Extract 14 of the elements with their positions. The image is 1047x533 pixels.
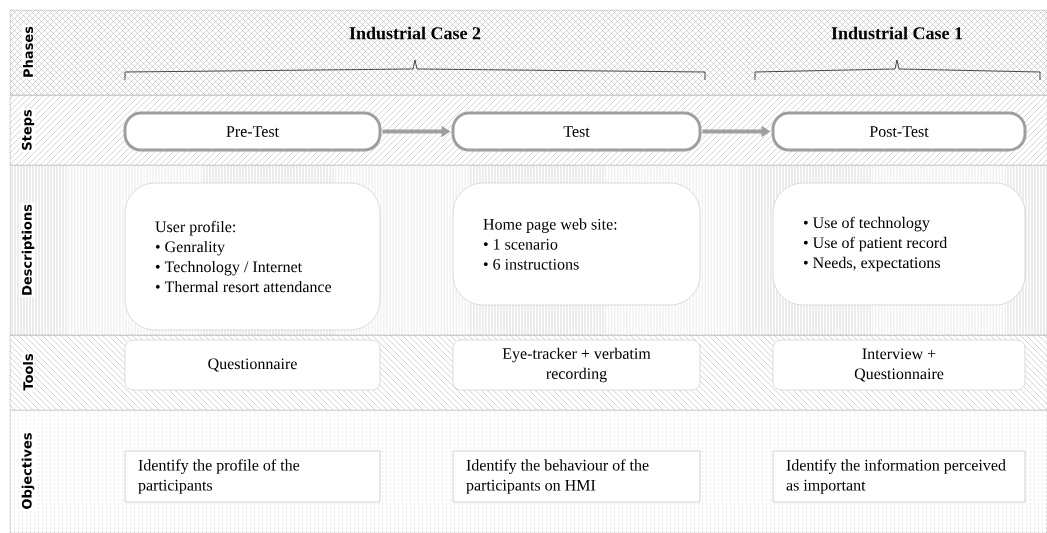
description-box: User profile: • Genrality • Technology / Internet • Thermal resort attendance [124,182,381,331]
objective-box: Identify the information perceived as important [772,450,1026,503]
description-box: • Use of technology • Use of patient record • Needs, expectations [772,182,1026,306]
description-box: Home page web site: • 1 scenario • 6 instructions [452,182,701,306]
objective-box: Identify the behaviour of the participants on HMI [452,450,701,503]
step-box: Post-Test [771,111,1027,152]
tool-box: Eye-tracker + verbatim recording [452,339,701,391]
tool-box: Questionnaire [124,339,381,391]
tool-box: Interview + Questionnaire [772,339,1026,391]
step-box: Test [451,111,702,152]
phase-heading: Industrial Case 1 [831,26,963,40]
step-box: Pre-Test [123,111,382,152]
objective-box: Identify the profile of the participants [124,450,381,503]
phase-heading: Industrial Case 2 [349,26,481,40]
